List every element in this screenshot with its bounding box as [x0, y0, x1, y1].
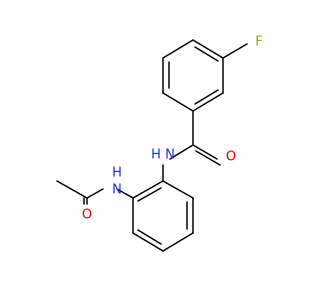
bond — [192, 92, 224, 112]
amide-hydrogen-label: H — [151, 148, 161, 163]
bond — [195, 150, 221, 166]
bond — [132, 232, 164, 252]
acetamide-oxygen-label: O — [82, 208, 92, 223]
acetamide-nitrogen-label: N — [112, 183, 122, 198]
bond — [222, 43, 248, 59]
bond — [56, 180, 88, 199]
bond — [137, 187, 162, 202]
molecule-structure: F N H O N H O — [56, 35, 263, 252]
amide-oxygen-label: O — [226, 150, 236, 165]
acetamide-hydrogen-label: H — [112, 166, 122, 181]
bond — [137, 229, 162, 245]
bond — [162, 39, 194, 59]
bond — [162, 180, 194, 199]
bond — [132, 180, 164, 199]
bond-lines — [56, 39, 248, 252]
bond — [169, 144, 194, 160]
bond — [194, 46, 219, 62]
bond — [192, 144, 218, 160]
bond — [192, 39, 224, 59]
bond — [162, 92, 194, 112]
amide-nitrogen-label: N — [165, 148, 175, 163]
bond — [86, 188, 104, 199]
bond — [194, 89, 219, 105]
fluorine-label: F — [255, 35, 262, 50]
atom-labels: F N H O N H O — [82, 35, 263, 223]
bond — [162, 232, 194, 252]
bond — [116, 188, 134, 199]
